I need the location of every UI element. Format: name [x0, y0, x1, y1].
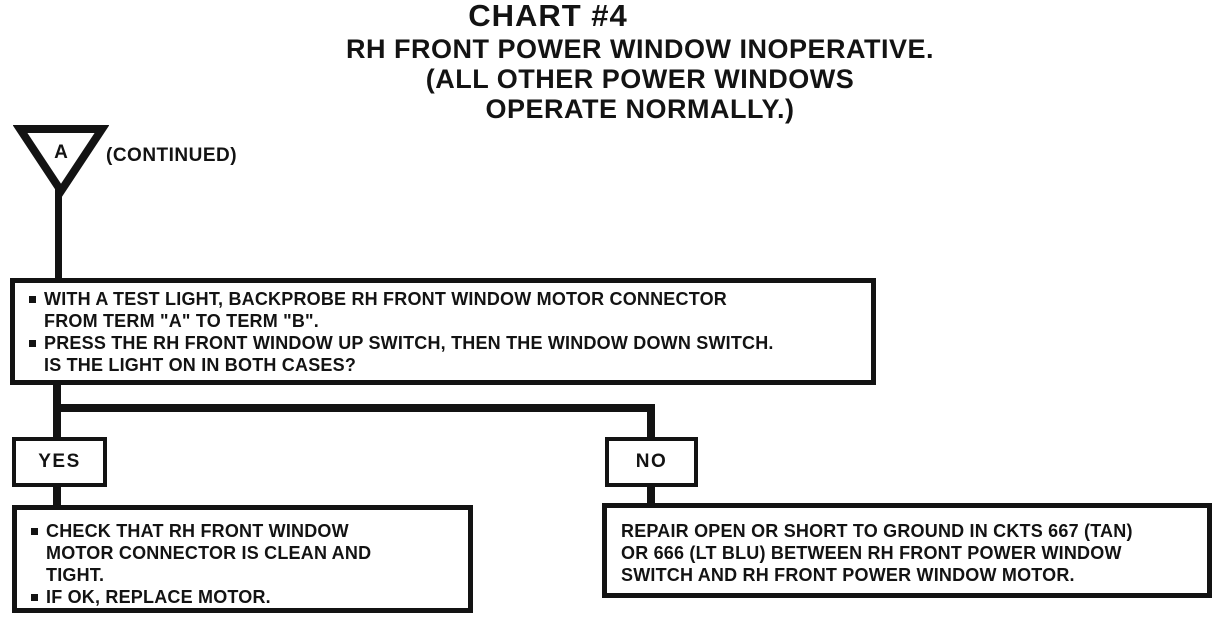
question-bullet-2: PRESS THE RH FRONT WINDOW UP SWITCH, THE…	[25, 332, 861, 376]
connector-a-triangle-icon	[13, 125, 109, 199]
no-action-text: REPAIR OPEN OR SHORT TO GROUND IN CKTS 6…	[621, 521, 1133, 585]
no-box: NO	[605, 437, 698, 487]
flow-line-branch-bar	[53, 404, 655, 412]
yes-action-bullet-1: CHECK THAT RH FRONT WINDOW MOTOR CONNECT…	[27, 520, 458, 586]
bullet-icon	[29, 296, 36, 303]
question-bullet-1-text: WITH A TEST LIGHT, BACKPROBE RH FRONT WI…	[44, 289, 727, 331]
chart-title: CHART #4	[468, 0, 628, 33]
flow-line-no-drop	[647, 404, 655, 437]
question-bullet-1: WITH A TEST LIGHT, BACKPROBE RH FRONT WI…	[25, 288, 861, 332]
connector-a-label: A	[54, 142, 68, 163]
question-box: WITH A TEST LIGHT, BACKPROBE RH FRONT WI…	[10, 278, 876, 385]
flow-line-triangle-stem	[55, 189, 62, 278]
yes-action-bullet-2: IF OK, REPLACE MOTOR.	[27, 586, 458, 608]
no-label: NO	[635, 451, 668, 472]
question-bullet-2-text: PRESS THE RH FRONT WINDOW UP SWITCH, THE…	[44, 333, 774, 375]
continued-label: (CONTINUED)	[106, 145, 238, 166]
yes-action-bullet-1-text: CHECK THAT RH FRONT WINDOW MOTOR CONNECT…	[46, 521, 372, 585]
flow-line-no-stem	[647, 487, 655, 503]
chart-subtitle: RH FRONT POWER WINDOW INOPERATIVE. (ALL …	[346, 34, 934, 124]
bullet-icon	[29, 340, 36, 347]
no-action-box: REPAIR OPEN OR SHORT TO GROUND IN CKTS 6…	[602, 503, 1212, 598]
yes-label: YES	[38, 451, 81, 472]
flow-line-question-stem	[53, 385, 61, 404]
yes-box: YES	[12, 437, 107, 487]
flow-line-yes-drop	[53, 404, 61, 437]
yes-action-box: CHECK THAT RH FRONT WINDOW MOTOR CONNECT…	[12, 505, 473, 613]
yes-action-bullet-2-text: IF OK, REPLACE MOTOR.	[46, 587, 271, 607]
bullet-icon	[31, 528, 38, 535]
bullet-icon	[31, 594, 38, 601]
flow-line-yes-stem	[53, 487, 61, 505]
